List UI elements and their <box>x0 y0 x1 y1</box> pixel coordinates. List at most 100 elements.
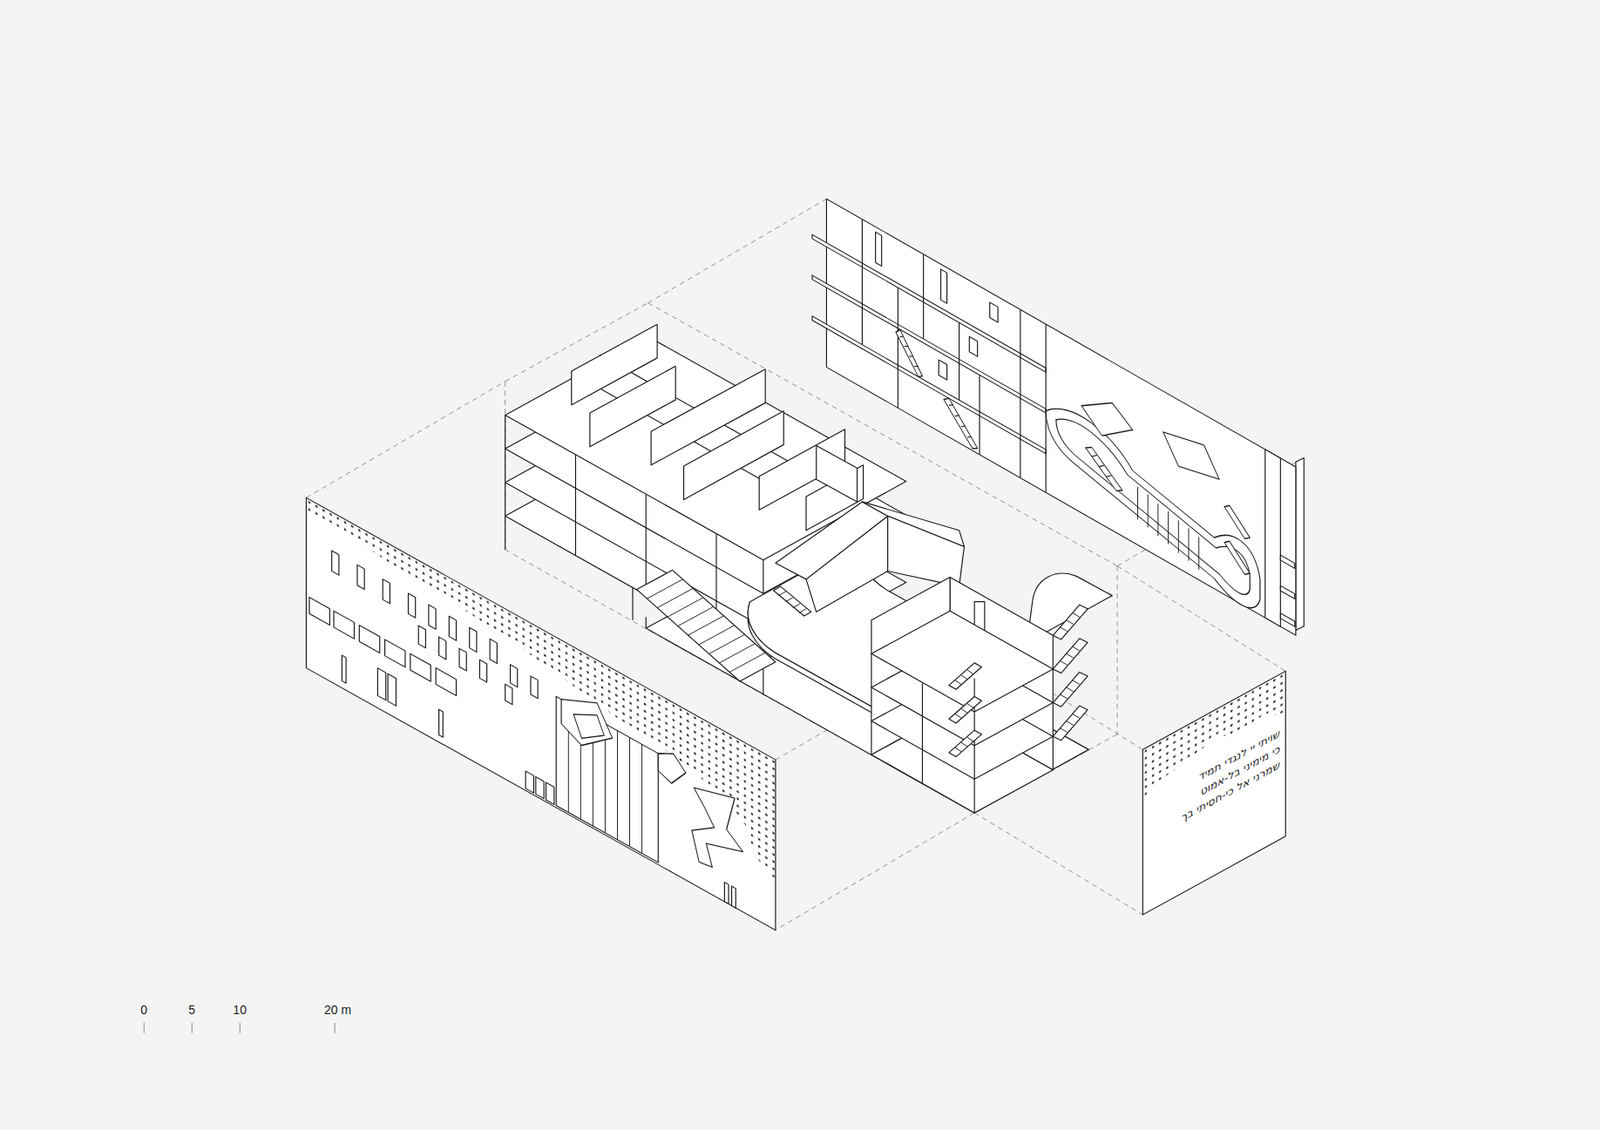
central-building-line <box>504 515 506 550</box>
back-facade-line-line <box>914 364 919 369</box>
front-facade-line <box>428 604 436 630</box>
back-facade-line-line <box>1044 324 1046 493</box>
front-facade-line <box>732 886 737 909</box>
front-facade-line <box>616 731 618 841</box>
front-facade-line <box>489 638 497 664</box>
front-facade-line <box>333 610 354 639</box>
central-building-line <box>1072 613 1080 618</box>
central-building-line <box>1066 687 1074 692</box>
back-facade-line-line <box>938 359 947 380</box>
inscription-line: שמרני אל כי-חסיתי בך <box>1182 758 1282 825</box>
central-building-line <box>1059 627 1067 632</box>
central-building-line <box>762 560 764 595</box>
scale-label: 5 <box>188 1003 196 1017</box>
scale-bar-line <box>191 1023 193 1034</box>
front-facade-line <box>385 639 406 668</box>
front-facade-line <box>382 579 390 604</box>
back-facade-line-line <box>812 234 1046 373</box>
back-facade-line-line <box>1137 487 1139 520</box>
explode-lines-line <box>775 813 975 931</box>
front-facade-line <box>332 550 339 576</box>
central-building-line <box>729 652 766 672</box>
front-facade-line <box>418 625 426 649</box>
central-building-line <box>955 713 962 719</box>
scale-bar <box>143 1023 335 1034</box>
front-facade-line <box>305 497 775 930</box>
front-facade-line <box>530 676 538 699</box>
central-building-line <box>657 588 693 608</box>
central-building-line <box>575 522 577 556</box>
front-facade-line <box>439 637 447 660</box>
central-building-line <box>719 644 756 664</box>
back-facade-line-line <box>961 423 966 429</box>
back-facade-line-line <box>989 302 998 323</box>
front-facade-line <box>691 774 744 888</box>
back-facade-line-line <box>943 395 978 452</box>
front-facade-line <box>410 653 431 682</box>
central-building-line <box>1072 680 1080 685</box>
back-facade-line-line <box>1187 528 1189 561</box>
scale-bar-line <box>143 1023 145 1034</box>
central-building-line <box>631 586 633 621</box>
front-facade-line <box>359 625 380 654</box>
front-facade-line <box>535 777 544 800</box>
back-facade-line-line <box>1224 538 1250 578</box>
back-facade-line-line <box>969 336 977 357</box>
central-building <box>505 324 1112 814</box>
central-building-line <box>967 670 974 675</box>
central-building-line <box>698 625 735 645</box>
back-facade-line-line <box>1081 385 1133 454</box>
central-building-line <box>645 528 647 563</box>
back-facade-line-line <box>875 231 882 266</box>
central-building-line <box>1052 671 1088 707</box>
front-facade-line <box>573 702 604 752</box>
explode-lines-line <box>974 813 1143 916</box>
back-facade-line-line <box>812 316 1046 455</box>
central-building-line <box>786 597 794 603</box>
central-building-line <box>645 494 647 529</box>
back-facade-line-line <box>908 354 914 360</box>
explode-lines-line <box>648 198 828 303</box>
central-building-line <box>949 730 982 757</box>
explode-lines-line <box>305 381 505 498</box>
back-facade-line-line <box>1157 503 1159 536</box>
scale-label: 20 m <box>324 1003 352 1017</box>
back-facade-line-line <box>949 402 954 408</box>
back-facade-line-line <box>922 254 924 339</box>
back-facade-line-line <box>1098 462 1105 470</box>
front-facade-line <box>459 648 467 672</box>
central-building-line <box>961 675 968 680</box>
central-building-line <box>687 616 724 636</box>
front-facade-line <box>435 668 456 697</box>
front-facade-line <box>387 673 396 706</box>
central-building-line <box>1072 713 1080 719</box>
central-building-line <box>667 597 704 617</box>
central-building-line <box>778 591 786 597</box>
central-building-line <box>967 737 974 742</box>
back-facade-line <box>1295 458 1304 631</box>
front-facade-line <box>505 684 513 705</box>
central-building-line <box>961 742 968 747</box>
back-facade-line-line <box>1167 511 1169 544</box>
front-facade-line <box>525 771 534 794</box>
central-building-line <box>1059 694 1067 699</box>
back-facade-line-line <box>1091 452 1098 460</box>
back-facade-line-line <box>861 219 863 346</box>
front-facade-line <box>407 593 415 618</box>
inscription-panel: שויתי יי לנגדי תמידכי מימיני בל-אמוטשמרנ… <box>1142 671 1286 916</box>
central-building-line <box>504 448 506 483</box>
central-building-line <box>955 747 962 753</box>
back-facade-line-line <box>1147 494 1149 528</box>
central-building-line <box>871 610 1053 712</box>
central-building-line <box>961 709 968 714</box>
central-building-line <box>1059 728 1067 733</box>
front-facade-line <box>561 683 613 763</box>
central-building-line <box>888 515 965 587</box>
central-building-line <box>1072 646 1080 651</box>
front-facade-line <box>546 782 555 805</box>
back-facade-line-line <box>895 327 923 380</box>
central-building-line <box>504 414 506 449</box>
central-building-line <box>709 634 746 654</box>
back-facade-line-line <box>900 334 904 339</box>
